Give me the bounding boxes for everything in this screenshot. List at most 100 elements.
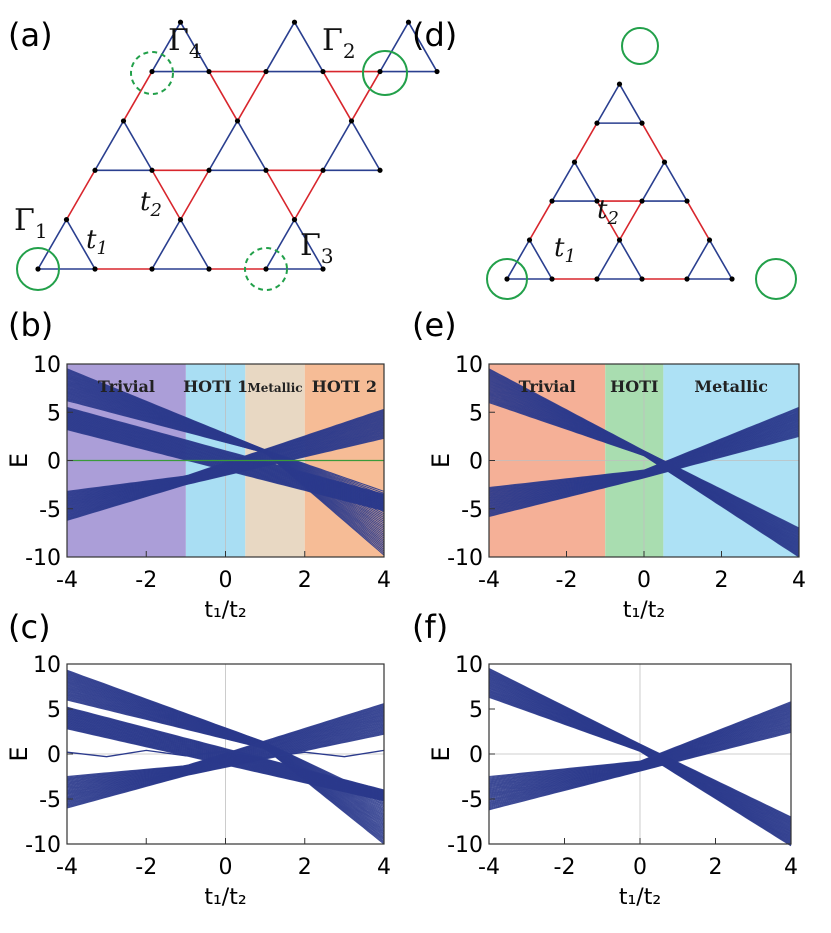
y-tick-label: 5	[469, 401, 483, 426]
intra-cell-bond	[151, 219, 182, 270]
lattice-site	[526, 237, 533, 243]
lattice-site	[405, 19, 412, 25]
x-tick-label: 4	[784, 855, 798, 880]
x-tick-label: -4	[56, 855, 78, 880]
lattice-site	[549, 276, 555, 282]
intra-cell-bond	[663, 161, 688, 202]
lattice-site	[706, 237, 713, 243]
inter-cell-bond	[573, 122, 598, 163]
band-0-level	[66, 669, 385, 800]
intra-cell-bond	[236, 120, 267, 171]
lattice-site	[729, 276, 735, 282]
intra-cell-bond	[179, 219, 210, 270]
corner-circle-right	[755, 258, 797, 300]
x-tick-label: -4	[56, 568, 78, 593]
x-tick-label: 2	[709, 855, 723, 880]
y-tick-label: -10	[447, 833, 483, 858]
lattice-site	[616, 237, 623, 243]
x-tick-label: 0	[633, 855, 647, 880]
lattice-site	[177, 19, 184, 25]
intra-cell-bond	[596, 83, 621, 124]
y-tick-label: 5	[47, 401, 61, 426]
panel-f-label: (f)	[412, 608, 448, 646]
lattice-d	[504, 81, 735, 282]
lattice-site	[206, 68, 212, 75]
x-tick-label: 2	[298, 568, 312, 593]
intra-cell-bond	[179, 21, 210, 72]
lattice-site	[206, 266, 212, 272]
corner-circle-top	[621, 27, 659, 65]
inter-cell-bond	[293, 169, 324, 221]
lattice-site	[661, 159, 668, 165]
inter-cell-bond	[65, 169, 96, 221]
y-tick-label: -10	[447, 546, 483, 571]
x-tick-label: -2	[135, 855, 157, 880]
phase-region-label: HOTI	[610, 377, 658, 396]
inter-cell-bond	[122, 71, 153, 122]
x-axis-label: t₁/t₂	[204, 598, 246, 623]
intra-cell-bond	[293, 219, 324, 270]
y-tick-label: -5	[461, 498, 483, 523]
y-tick-label: -5	[461, 788, 483, 813]
lattice-site	[120, 118, 127, 124]
inter-cell-bond	[322, 71, 353, 122]
lattice-site	[206, 167, 212, 173]
inter-cell-bond	[265, 169, 296, 221]
intra-cell-bond	[37, 219, 68, 270]
intra-cell-bond	[265, 219, 296, 270]
x-axis-label: t₁/t₂	[623, 598, 665, 623]
corner-circle-gamma2	[362, 50, 408, 96]
y-axis-label: E	[427, 453, 455, 468]
edge-state-line	[66, 749, 385, 759]
intra-cell-bond	[94, 120, 125, 171]
t1-label-a: t1	[86, 225, 108, 259]
x-tick-label: 0	[637, 568, 651, 593]
band-2-level	[66, 428, 385, 511]
y-axis-label: E	[427, 746, 455, 761]
y-tick-label: 10	[33, 653, 61, 678]
x-tick-label: 4	[377, 855, 391, 880]
inter-cell-bond	[528, 200, 553, 241]
band-2-level	[66, 421, 385, 506]
intra-cell-bond	[407, 21, 438, 72]
x-tick-label: 4	[377, 568, 391, 593]
lattice-site	[320, 68, 326, 75]
lattice-site	[594, 120, 600, 126]
gamma2-label: Γ2	[322, 23, 356, 63]
lattice-site	[320, 167, 326, 173]
band-0-level	[66, 368, 385, 492]
inter-cell-bond	[596, 200, 621, 241]
intra-cell-bond	[641, 161, 666, 202]
panel-d-label: (d)	[412, 16, 457, 54]
lattice-site	[377, 167, 383, 173]
inter-cell-bond	[686, 200, 711, 241]
intra-cell-bond	[573, 161, 598, 202]
intra-cell-bond	[265, 21, 296, 72]
t1-label-d: t1	[554, 233, 576, 267]
lattice-site	[263, 68, 269, 75]
inter-cell-bond	[208, 71, 239, 122]
x-tick-label: 2	[715, 568, 729, 593]
intra-cell-bond	[350, 120, 381, 171]
lattice-site	[263, 266, 269, 272]
y-tick-label: 0	[469, 450, 483, 475]
panel-a-label: (a)	[8, 16, 53, 54]
y-tick-label: -10	[25, 546, 61, 571]
lattice-site	[594, 276, 600, 282]
x-tick-label: -2	[556, 568, 578, 593]
intra-cell-bond	[506, 239, 531, 280]
x-tick-label: -2	[554, 855, 576, 880]
y-tick-label: 10	[455, 653, 483, 678]
y-tick-label: -10	[25, 833, 61, 858]
intra-cell-bond	[618, 239, 643, 280]
intra-cell-bond	[528, 239, 553, 280]
panel-c-label: (c)	[8, 608, 51, 646]
panel-e-label: (e)	[412, 306, 457, 344]
panel-d: (d) t1 t2	[412, 16, 797, 300]
y-tick-label: 5	[469, 698, 483, 723]
x-tick-label: 2	[298, 855, 312, 880]
intra-cell-bond	[686, 239, 711, 280]
